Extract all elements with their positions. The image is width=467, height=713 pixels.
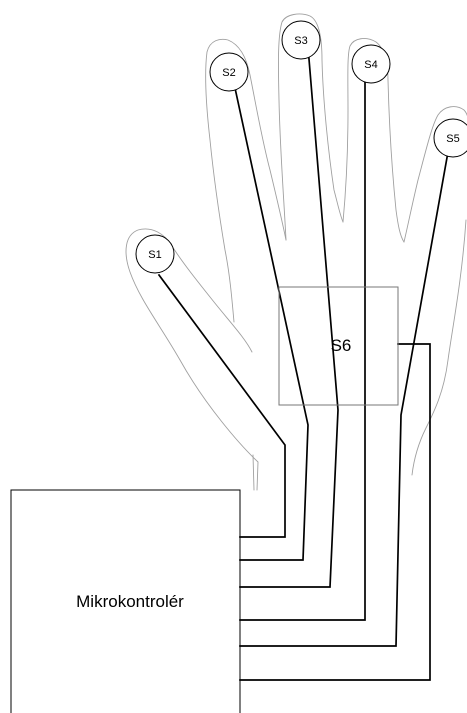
sensor-s6-label: S6 bbox=[331, 336, 352, 355]
wrist-left-outline bbox=[252, 454, 255, 491]
sensor-s6-box bbox=[278, 286, 399, 406]
thumb-outline bbox=[125, 228, 259, 491]
sensor-s3-circle bbox=[281, 20, 321, 60]
microcontroller-label: Mikrokontrolér bbox=[76, 592, 184, 611]
index-finger-outline bbox=[205, 38, 287, 323]
sensor-s5-circle bbox=[433, 118, 467, 158]
wire-s6 bbox=[239, 343, 431, 681]
sensor-s1-label: S1 bbox=[148, 249, 161, 261]
wire-s3 bbox=[239, 46, 339, 588]
sensor-s5: S5 bbox=[433, 118, 467, 158]
sensor-s3: S3 bbox=[281, 20, 321, 60]
sensor-s1: S1 bbox=[135, 234, 175, 274]
sensor-s4-label: S4 bbox=[364, 59, 377, 71]
wire-s2 bbox=[233, 86, 309, 561]
ring-finger-outline bbox=[342, 38, 405, 243]
sensor-s3-label: S3 bbox=[294, 35, 307, 47]
hand-outline bbox=[125, 13, 467, 491]
sensor-s2-circle bbox=[209, 52, 249, 92]
pinky-finger-outline bbox=[403, 106, 467, 243]
sensor-s4: S4 bbox=[351, 44, 391, 84]
microcontroller-box bbox=[10, 489, 241, 713]
palm-edge-outline bbox=[411, 219, 467, 476]
wire-s4 bbox=[239, 80, 366, 621]
sensor-s2: S2 bbox=[209, 52, 249, 92]
sensor-s4-circle bbox=[351, 44, 391, 84]
wire-s5 bbox=[239, 151, 449, 647]
sensor-s5-label: S5 bbox=[446, 133, 459, 145]
middle-finger-outline bbox=[277, 13, 344, 241]
wires bbox=[157, 46, 449, 681]
wire-s1 bbox=[157, 273, 286, 538]
sensor-s1-circle bbox=[135, 234, 175, 274]
sensor-s2-label: S2 bbox=[222, 67, 235, 79]
